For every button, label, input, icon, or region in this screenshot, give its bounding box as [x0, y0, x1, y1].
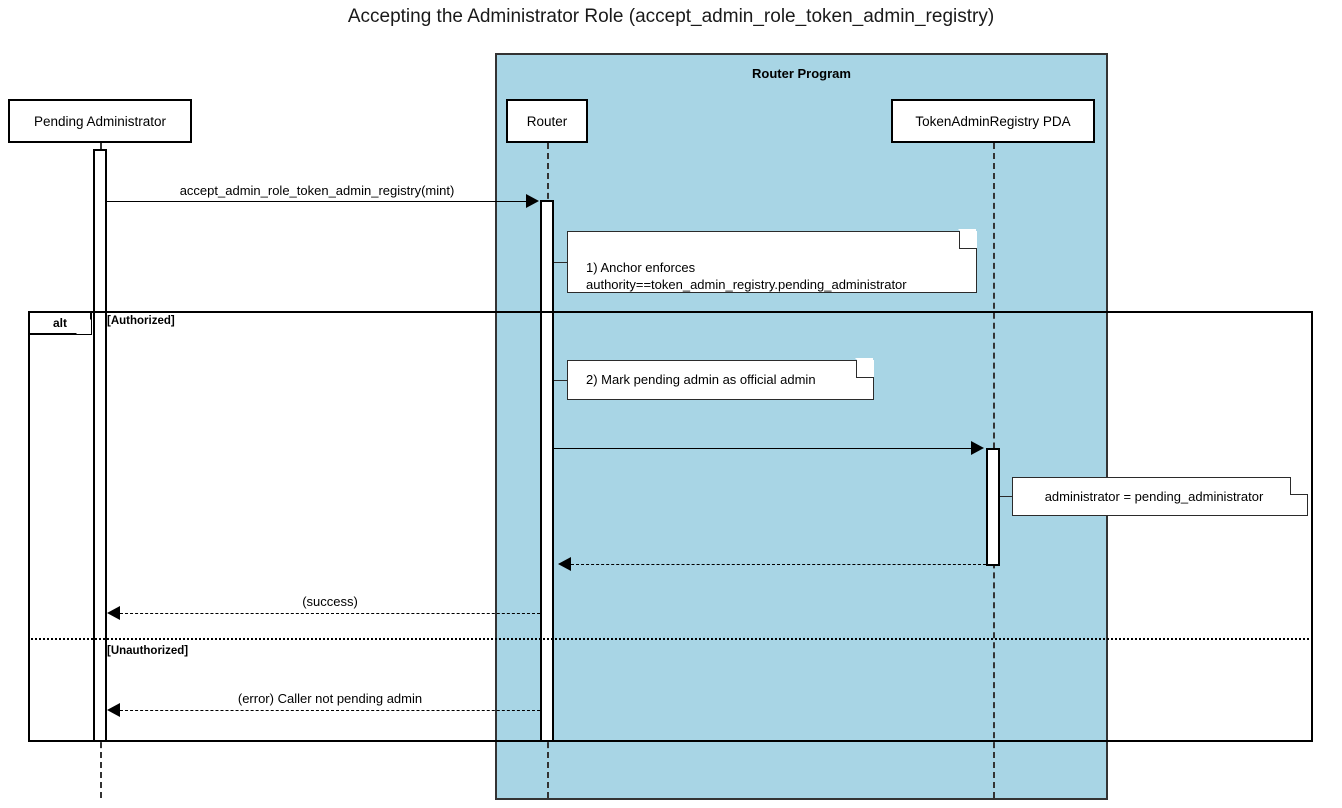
participant-router-label: Router: [526, 113, 568, 129]
message-arrowhead-success-return: [107, 606, 120, 620]
participant-token-admin-registry-pda-label: TokenAdminRegistry PDA: [915, 113, 1071, 129]
alt-fragment-operator-label: alt: [52, 316, 67, 330]
alt-fragment-operator-tab: alt: [30, 313, 92, 335]
page-title: Accepting the Administrator Role (accept…: [347, 6, 995, 27]
participant-pending-administrator[interactable]: Pending Administrator: [8, 99, 192, 143]
group-router-program: Router Program: [495, 53, 1108, 800]
message-label-accept-admin-role-call: accept_admin_role_token_admin_registry(m…: [179, 183, 455, 198]
activation-pending-administrator: [93, 149, 107, 742]
note-stem-anchor-enforces: [554, 262, 568, 263]
note-stem-administrator-assignment: [1000, 496, 1013, 497]
alt-guard-unauthorized: [Unauthorized]: [107, 645, 189, 657]
note-stem-mark-pending-admin: [554, 380, 568, 381]
message-arrowhead-pda-return: [558, 557, 571, 571]
alt-fragment-branch-divider: [28, 638, 1313, 640]
message-line-pda-return: [571, 564, 986, 565]
message-line-error-return: [120, 710, 540, 711]
note-anchor-enforces-text: 1) Anchor enforces authority==token_admi…: [586, 259, 907, 293]
note-anchor-enforces: 1) Anchor enforces authority==token_admi…: [567, 229, 977, 293]
participant-router[interactable]: Router: [506, 99, 588, 143]
message-arrowhead-error-return: [107, 703, 120, 717]
note-administrator-assignment-text: administrator = pending_administrator: [1044, 488, 1264, 504]
message-arrowhead-mark-admin-write: [971, 441, 984, 455]
note-mark-pending-admin-text: 2) Mark pending admin as official admin: [586, 372, 816, 388]
alt-guard-authorized: [Authorized]: [107, 315, 175, 327]
activation-token-admin-registry-pda: [986, 448, 1000, 566]
note-administrator-assignment: administrator = pending_administrator: [1012, 475, 1308, 516]
message-label-success-return: (success): [302, 594, 358, 609]
note-fold-corner-icon: [958, 229, 977, 249]
note-mark-pending-admin: 2) Mark pending admin as official admin: [567, 358, 874, 400]
message-line-accept-admin-role-call: [107, 201, 527, 202]
participant-pending-administrator-label: Pending Administrator: [33, 113, 167, 129]
group-router-program-label: Router Program: [752, 66, 851, 81]
activation-router: [540, 200, 554, 742]
note-fold-corner-icon: [1289, 475, 1308, 495]
message-line-mark-admin-write: [554, 448, 972, 449]
participant-token-admin-registry-pda[interactable]: TokenAdminRegistry PDA: [891, 99, 1095, 143]
message-line-success-return: [120, 613, 540, 614]
message-label-error-return: (error) Caller not pending admin: [237, 691, 423, 706]
message-arrowhead-accept-admin-role-call: [526, 194, 539, 208]
note-fold-corner-icon: [855, 358, 874, 378]
